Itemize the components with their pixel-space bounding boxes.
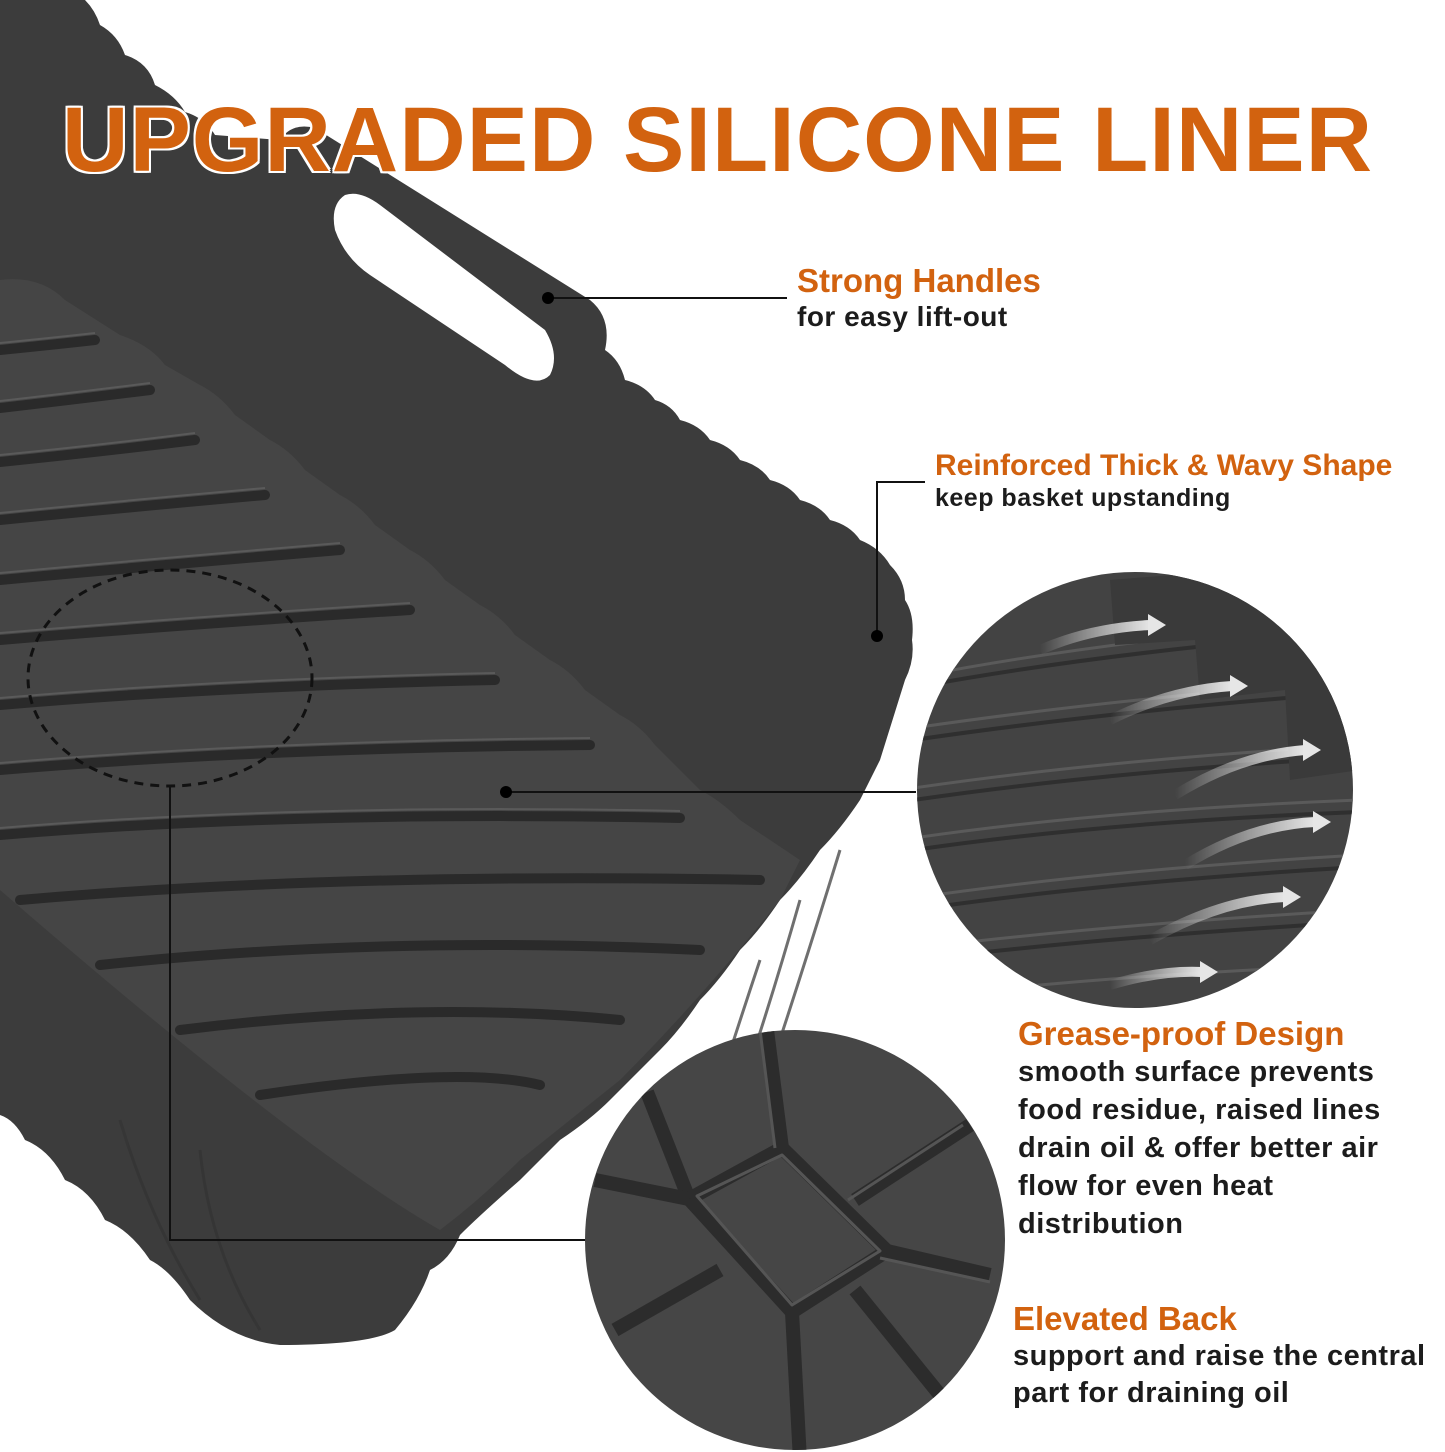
floor-ribs bbox=[0, 335, 765, 1100]
callout-text: keep basket upstanding bbox=[935, 484, 1231, 512]
callout-text: smooth surface prevents food residue, ra… bbox=[1018, 1056, 1381, 1240]
leader-dots bbox=[500, 292, 883, 798]
page-title: UPGRADED SILICONE LINER bbox=[62, 88, 1374, 191]
callout-grease-proof: Grease-proof Design smooth surface preve… bbox=[1018, 1015, 1438, 1243]
leader-wavy bbox=[876, 481, 925, 636]
leader-back bbox=[169, 786, 588, 1241]
handle-hole bbox=[333, 193, 554, 381]
airflow-arrow-icon bbox=[1172, 739, 1321, 800]
callout-heading: Elevated Back bbox=[1013, 1300, 1237, 1337]
airflow-arrows bbox=[1037, 614, 1331, 990]
callout-text: support and raise the central part for d… bbox=[1013, 1340, 1426, 1409]
airflow-arrow-icon bbox=[1147, 886, 1301, 945]
callout-strong-handles: Strong Handles for easy lift-out bbox=[797, 262, 1041, 334]
leader-lines bbox=[169, 297, 925, 1241]
callout-elevated-back: Elevated Back support and raise the cent… bbox=[1013, 1300, 1443, 1412]
dot-wavy bbox=[871, 630, 883, 642]
dot-handles bbox=[542, 292, 554, 304]
airflow-arrow-icon bbox=[1037, 614, 1166, 655]
airflow-closeup bbox=[917, 572, 1353, 1008]
dot-airflow bbox=[500, 786, 512, 798]
callout-heading: Grease-proof Design bbox=[1018, 1015, 1345, 1052]
airflow-arrow-icon bbox=[1182, 811, 1331, 870]
callout-text: for easy lift-out bbox=[797, 301, 1008, 332]
callout-wavy-shape: Reinforced Thick & Wavy Shape keep baske… bbox=[935, 449, 1392, 513]
silicone-liner bbox=[0, 0, 913, 1345]
floor-rib-highlights bbox=[0, 332, 681, 829]
callout-heading: Reinforced Thick & Wavy Shape bbox=[935, 449, 1393, 482]
airflow-arrow-icon bbox=[1108, 961, 1218, 990]
callout-heading: Strong Handles bbox=[797, 262, 1041, 299]
liner-floor bbox=[0, 279, 800, 1231]
elevated-back-closeup bbox=[585, 1030, 1005, 1450]
airflow-arrow-icon bbox=[1107, 675, 1248, 725]
